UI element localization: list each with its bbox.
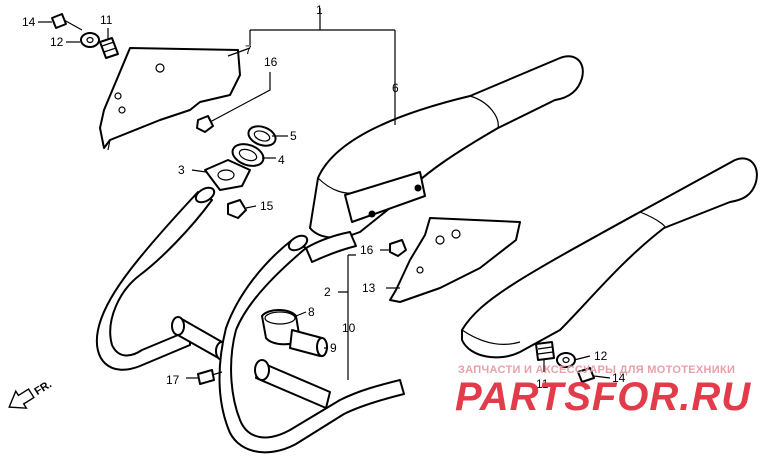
- front-direction-indicator: FR.: [8, 378, 54, 409]
- callout-6: 6: [392, 81, 399, 95]
- callout-5: 5: [290, 129, 297, 143]
- watermark: ЗАПЧАСТИ И АКСЕССУАРЫ ДЛЯ МОТОТЕХНИКИ PA…: [455, 364, 751, 419]
- direction-label: FR.: [33, 378, 54, 398]
- callout-1: 1: [316, 3, 323, 17]
- callout-4: 4: [278, 153, 285, 167]
- callout-16-lower: 16: [360, 243, 374, 257]
- gasket-plate-3: [204, 159, 251, 191]
- callout-14-upper: 14: [22, 15, 36, 29]
- callout-13: 13: [362, 281, 376, 295]
- callout-11-upper: 11: [100, 13, 113, 27]
- nut-16-upper: [196, 115, 214, 133]
- arrow-left-icon: [8, 388, 35, 409]
- callout-10: 10: [342, 321, 356, 335]
- bolt-14-lower: [577, 367, 595, 383]
- callout-9: 9: [330, 341, 337, 355]
- callout-numbers: 1 7 16 6 5 4 3 15 14 11 12 16 13 2 10 8 …: [22, 3, 626, 391]
- nut-15: [227, 199, 247, 219]
- gasket-ring-4: [231, 143, 265, 167]
- lower-bracket: [389, 217, 521, 303]
- sleeve-9: [289, 329, 328, 357]
- callout-12-upper: 12: [50, 35, 64, 49]
- callout-15: 15: [260, 199, 274, 213]
- lower-muffler: [461, 157, 758, 359]
- nut-16-lower: [389, 239, 407, 257]
- upper-bracket: [99, 47, 241, 151]
- callout-14-lower: 14: [612, 371, 626, 385]
- exhaust-pipes: [95, 186, 405, 454]
- callout-2: 2: [324, 285, 331, 299]
- callout-11-lower: 11: [536, 377, 549, 391]
- bolt-14-upper: [51, 13, 83, 31]
- callout-16-upper: 16: [264, 55, 278, 69]
- gasket-ring-5: [247, 125, 277, 147]
- upper-muffler: [309, 55, 584, 239]
- rubber-11-upper: [99, 37, 119, 59]
- callout-17: 17: [166, 373, 180, 387]
- callout-12-lower: 12: [594, 349, 608, 363]
- callout-7: 7: [245, 43, 252, 57]
- watermark-tagline: ЗАПЧАСТИ И АКСЕССУАРЫ ДЛЯ МОТОТЕХНИКИ: [458, 364, 735, 376]
- bolt-17: [197, 369, 223, 385]
- leader-lines: [38, 8, 611, 380]
- callout-3: 3: [178, 163, 185, 177]
- rubber-11-lower: [535, 341, 555, 361]
- washer-12-upper: [80, 32, 100, 48]
- callout-8: 8: [308, 305, 315, 319]
- watermark-brand: PARTSFOR.RU: [455, 375, 751, 419]
